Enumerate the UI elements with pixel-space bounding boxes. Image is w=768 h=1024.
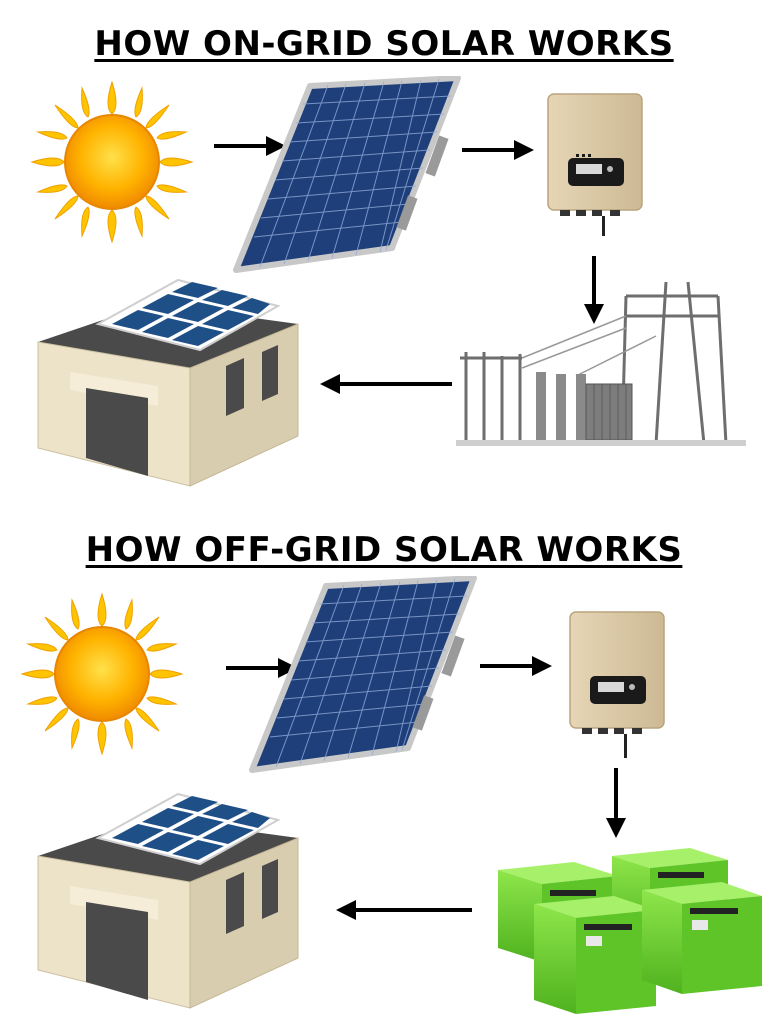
arrow-right-icon [224,658,304,678]
substation-icon [456,276,746,448]
off-grid-title: HOW OFF-GRID SOLAR WORKS [85,530,683,570]
arrow-left-icon [330,900,474,920]
arrow-left-icon [314,374,454,394]
solar-panel-icon [232,76,466,278]
arrow-right-icon [212,136,292,156]
inverter-icon [546,92,646,240]
house-icon [30,276,302,488]
arrow-down-icon [584,254,604,330]
battery-bank-icon [494,842,766,1020]
inverter-icon [568,610,668,760]
house-icon [30,790,302,1012]
on-grid-title: HOW ON-GRID SOLAR WORKS [94,24,674,64]
arrow-right-icon [460,140,540,160]
solar-panel-icon [248,576,482,778]
sun-icon [28,78,196,246]
arrow-down-icon [606,766,626,844]
sun-icon [18,590,186,758]
arrow-right-icon [478,656,558,676]
